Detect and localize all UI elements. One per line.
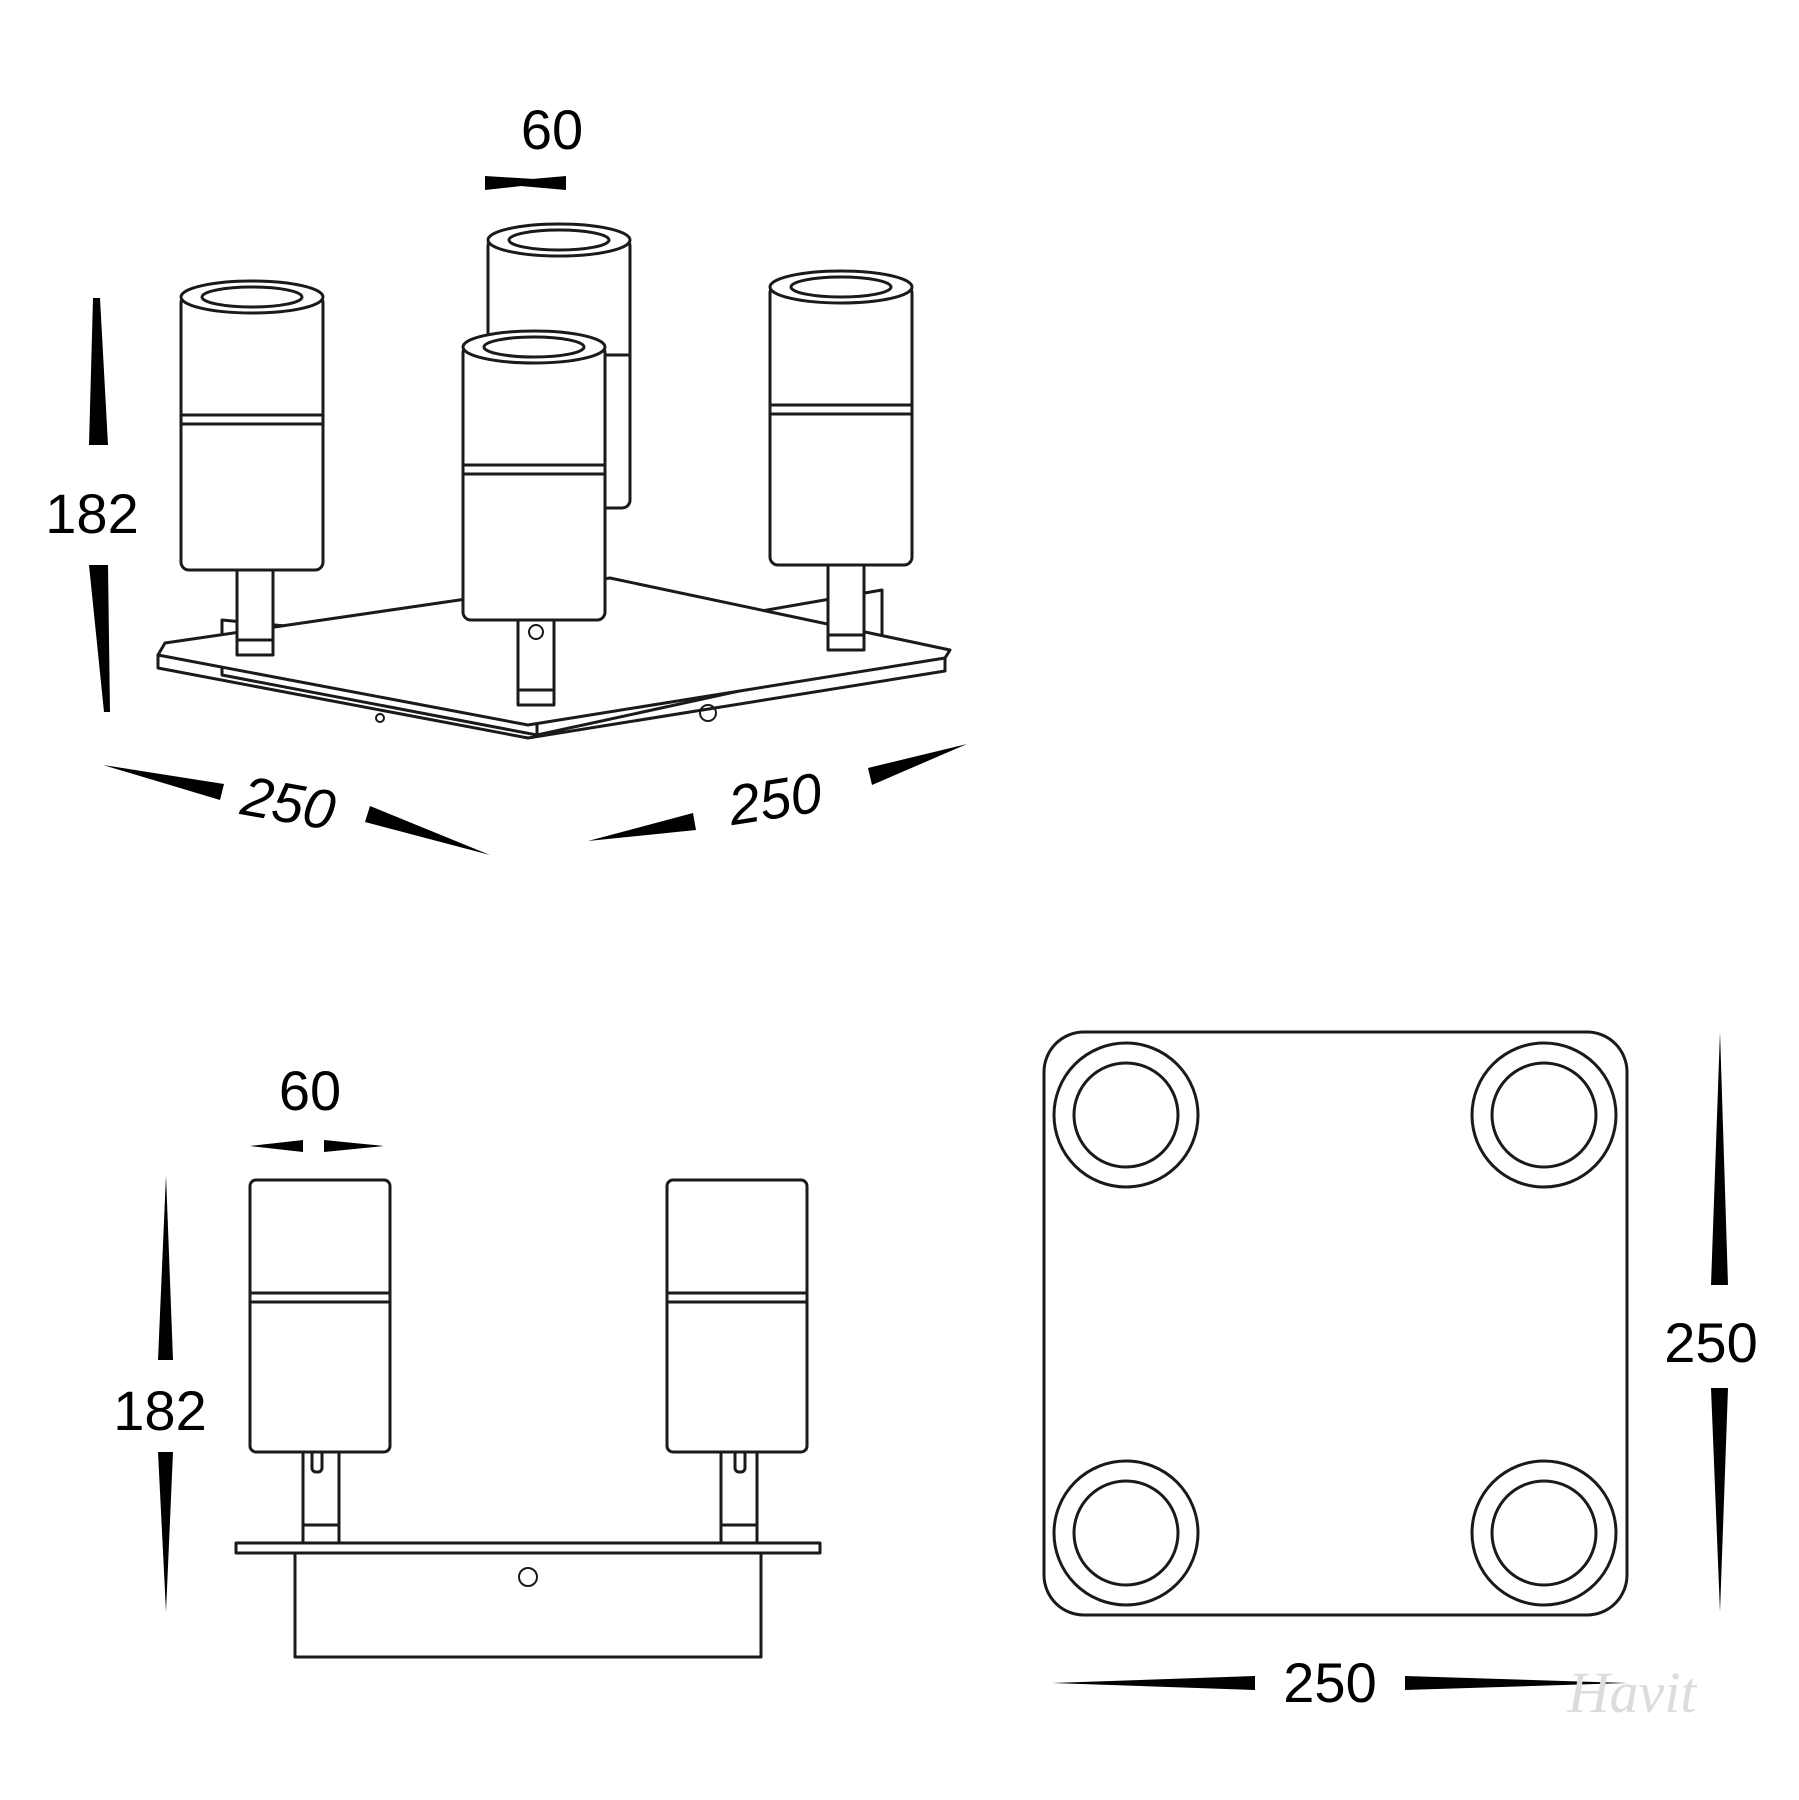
- iso-dim-height: 182: [45, 298, 139, 712]
- top-lamp-bottom-right: [1470, 1459, 1618, 1607]
- front-dim-diameter: 60: [250, 1059, 384, 1152]
- front-base-screw: [518, 1567, 538, 1587]
- top-lamp-top-left: [1052, 1041, 1200, 1189]
- front-dim-height-label: 182: [113, 1379, 206, 1442]
- front-lamp-right: [665, 1178, 809, 1545]
- iso-dim-width-right: 250: [588, 744, 967, 841]
- front-plate: [234, 1541, 822, 1555]
- top-lamp-bottom-left: [1052, 1459, 1200, 1607]
- iso-dim-width-right-label: 250: [723, 760, 826, 837]
- iso-dim-depth-left: 250: [103, 763, 490, 855]
- front-lamp-left: [248, 1178, 392, 1545]
- iso-lamp-front: [461, 329, 607, 707]
- iso-lamp-right: [768, 269, 914, 652]
- top-lamp-top-right: [1470, 1041, 1618, 1189]
- front-dim-height: 182: [113, 1175, 207, 1612]
- iso-dim-diameter: 60: [485, 98, 583, 190]
- isometric-view: 60 182 250 250: [45, 98, 967, 855]
- top-dim-width-label: 250: [1283, 1651, 1376, 1714]
- iso-base-screw-right: [699, 704, 717, 722]
- iso-dim-diameter-label: 60: [521, 98, 583, 161]
- iso-dim-height-label: 182: [45, 482, 138, 545]
- top-dim-height-label: 250: [1664, 1311, 1757, 1374]
- iso-lamp-left: [179, 279, 325, 657]
- watermark-logo: Havit: [1567, 1660, 1699, 1725]
- top-dim-width: 250: [1052, 1651, 1627, 1714]
- top-plate-outline: [1042, 1030, 1629, 1617]
- iso-base-screw-left: [375, 713, 385, 723]
- iso-dim-depth-left-label: 250: [236, 763, 340, 841]
- top-dim-height: 250: [1664, 1032, 1758, 1612]
- top-view: 250 250 Havit: [1042, 1030, 1758, 1725]
- front-dim-diameter-label: 60: [279, 1059, 341, 1122]
- front-view: 60 182: [113, 1059, 822, 1659]
- front-base-body: [293, 1551, 763, 1659]
